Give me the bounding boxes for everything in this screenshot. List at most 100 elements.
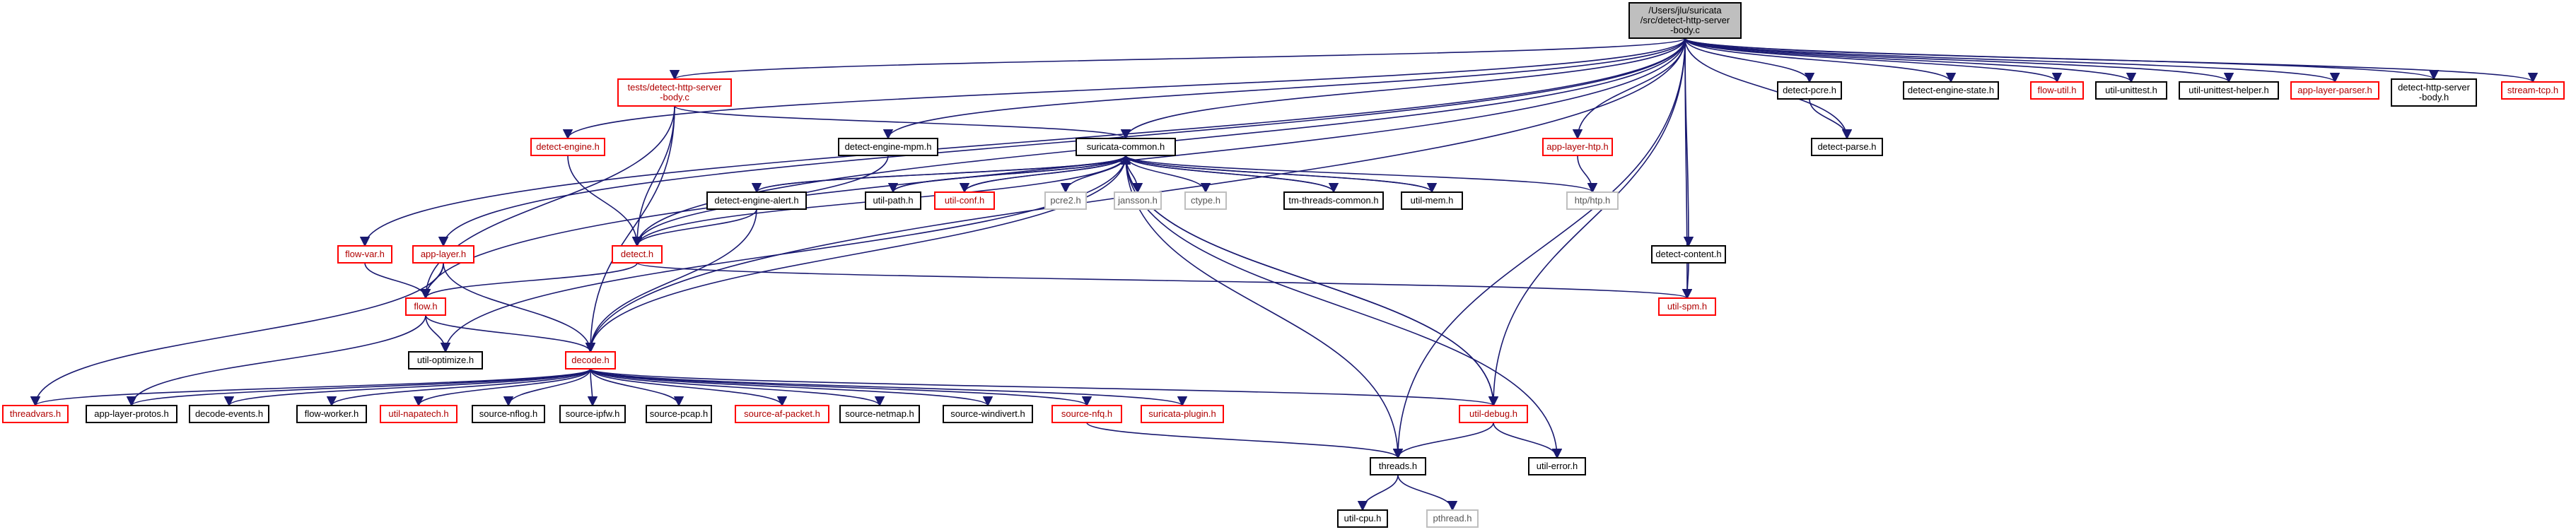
node-label: util-cpu.h	[1344, 513, 1382, 524]
node-dhsb[interactable]: detect-http-server-body.h	[2391, 78, 2477, 107]
edge-tests-to-decode	[585, 105, 675, 353]
node-box	[2391, 78, 2477, 107]
node-box	[1370, 457, 1426, 475]
edge-decode-to-snetmap	[590, 368, 885, 407]
node-label: -body.c	[1670, 25, 1700, 35]
node-umem[interactable]: util-mem.h	[1401, 191, 1463, 210]
node-flowh[interactable]: flow.h	[405, 297, 446, 316]
edge-uconf-to-scommon	[964, 154, 1131, 193]
node-streamtcp[interactable]: stream-tcp.h	[2501, 81, 2565, 100]
node-box	[1658, 297, 1716, 316]
node-uunit[interactable]: util-unittest.h	[2095, 81, 2167, 100]
edge-flowh-to-alprotos	[126, 314, 426, 407]
node-threadvars[interactable]: threadvars.h	[2, 405, 69, 423]
node-detect[interactable]: detect.h	[612, 245, 663, 264]
node-snetmap[interactable]: source-netmap.h	[839, 405, 920, 423]
edge-applayer-to-threadvars	[30, 262, 444, 407]
node-threads[interactable]: threads.h	[1370, 457, 1426, 475]
edge-root-to-udebug	[1488, 37, 1686, 407]
node-snfq[interactable]: source-nfq.h	[1051, 405, 1122, 423]
node-root[interactable]: /Users/jlu/suricata/src/detect-http-serv…	[1628, 2, 1742, 39]
node-sipfw[interactable]: source-ipfw.h	[559, 405, 626, 423]
node-destate[interactable]: detect-engine-state.h	[1903, 81, 1999, 100]
edge-decode-to-alprotos	[127, 368, 591, 407]
node-box	[296, 405, 367, 423]
node-upath[interactable]: util-path.h	[865, 191, 921, 210]
edge-root-to-alhtp	[1572, 37, 1686, 140]
node-uspm[interactable]: util-spm.h	[1658, 297, 1716, 316]
node-decode[interactable]: decode.h	[565, 351, 616, 370]
node-dcontent[interactable]: detect-content.h	[1651, 245, 1726, 264]
edge-decode-to-safpacket	[590, 368, 788, 407]
edge-root-to-dempm	[883, 37, 1686, 140]
node-box	[1566, 191, 1619, 210]
edge-tests-to-scommon	[674, 105, 1131, 140]
node-jansson: jansson.h	[1114, 191, 1162, 210]
node-spcap[interactable]: source-pcap.h	[646, 405, 712, 423]
node-unapatech[interactable]: util-napatech.h	[380, 405, 457, 423]
node-ucpu[interactable]: util-cpu.h	[1337, 509, 1388, 528]
node-alhtp[interactable]: app-layer-htp.h	[1542, 138, 1613, 156]
node-alparser[interactable]: app-layer-parser.h	[2290, 81, 2379, 100]
node-box	[1811, 138, 1883, 156]
edge-tmthreads-to-scommon	[1120, 154, 1334, 193]
node-box	[2095, 81, 2167, 100]
node-box	[1283, 191, 1384, 210]
node-tests[interactable]: tests/detect-http-server-body.c	[617, 78, 732, 107]
node-box	[934, 191, 995, 210]
node-label: tests/detect-http-server	[628, 82, 723, 93]
node-box	[1141, 405, 1224, 423]
node-udebug[interactable]: util-debug.h	[1459, 405, 1528, 423]
edge-dengine-to-detect	[567, 155, 643, 247]
edge-decode-to-sipfw	[587, 368, 598, 407]
node-alprotos[interactable]: app-layer-protos.h	[86, 405, 177, 423]
node-box	[1528, 457, 1586, 475]
node-box	[1542, 138, 1613, 156]
node-uopt[interactable]: util-optimize.h	[408, 351, 483, 370]
node-uunithelp[interactable]: util-unittest-helper.h	[2179, 81, 2279, 100]
node-label: -body.h	[2419, 92, 2449, 102]
node-box	[408, 351, 483, 370]
node-dparse[interactable]: detect-parse.h	[1811, 138, 1883, 156]
node-label: util-mem.h	[1411, 195, 1454, 206]
node-dempm[interactable]: detect-engine-mpm.h	[838, 138, 938, 156]
edge-decode-to-flowworker	[326, 368, 591, 407]
node-label: pthread.h	[1433, 513, 1472, 524]
node-flowvar[interactable]: flow-var.h	[337, 245, 392, 264]
node-box	[1076, 138, 1176, 156]
node-box	[838, 138, 938, 156]
node-box	[405, 297, 446, 316]
node-safpacket[interactable]: source-af-packet.h	[735, 405, 829, 423]
edge-root-to-flowvar	[359, 37, 1686, 247]
node-swindivert[interactable]: source-windivert.h	[943, 405, 1033, 423]
node-label: detect-engine-alert.h	[714, 195, 798, 206]
node-scommon[interactable]: suricata-common.h	[1076, 138, 1176, 156]
edge-root-to-alparser	[1684, 37, 2340, 83]
node-label: util-debug.h	[1469, 408, 1517, 419]
node-label: threads.h	[1379, 461, 1417, 471]
node-label: detect-parse.h	[1817, 141, 1876, 152]
node-flowutil[interactable]: flow-util.h	[2030, 81, 2084, 100]
edge-dpcre-to-dparse	[1809, 98, 1853, 140]
edge-applayer-to-decode	[443, 262, 596, 353]
node-dealert[interactable]: detect-engine-alert.h	[706, 191, 807, 210]
node-dpcre[interactable]: detect-pcre.h	[1777, 81, 1842, 100]
edge-detect-to-flowh	[420, 262, 638, 300]
node-splugin[interactable]: suricata-plugin.h	[1141, 405, 1224, 423]
node-snflog[interactable]: source-nflog.h	[472, 405, 545, 423]
node-applayer[interactable]: app-layer.h	[412, 245, 474, 264]
node-flowworker[interactable]: flow-worker.h	[296, 405, 367, 423]
node-box	[706, 191, 807, 210]
node-box	[1628, 2, 1742, 39]
node-uerror[interactable]: util-error.h	[1528, 457, 1586, 475]
node-dengine[interactable]: detect-engine.h	[530, 138, 605, 156]
edge-alhtp-to-htp	[1577, 155, 1598, 194]
node-box	[337, 245, 392, 264]
node-label: app-layer-protos.h	[94, 408, 169, 419]
node-devents[interactable]: decode-events.h	[189, 405, 269, 423]
node-tmthreads[interactable]: tm-threads-common.h	[1283, 191, 1384, 210]
edge-scommon-to-htp	[1125, 155, 1597, 194]
edge-decode-to-devents	[224, 368, 591, 407]
node-label: detect-engine-state.h	[1908, 85, 1994, 95]
node-uconf[interactable]: util-conf.h	[934, 191, 995, 210]
